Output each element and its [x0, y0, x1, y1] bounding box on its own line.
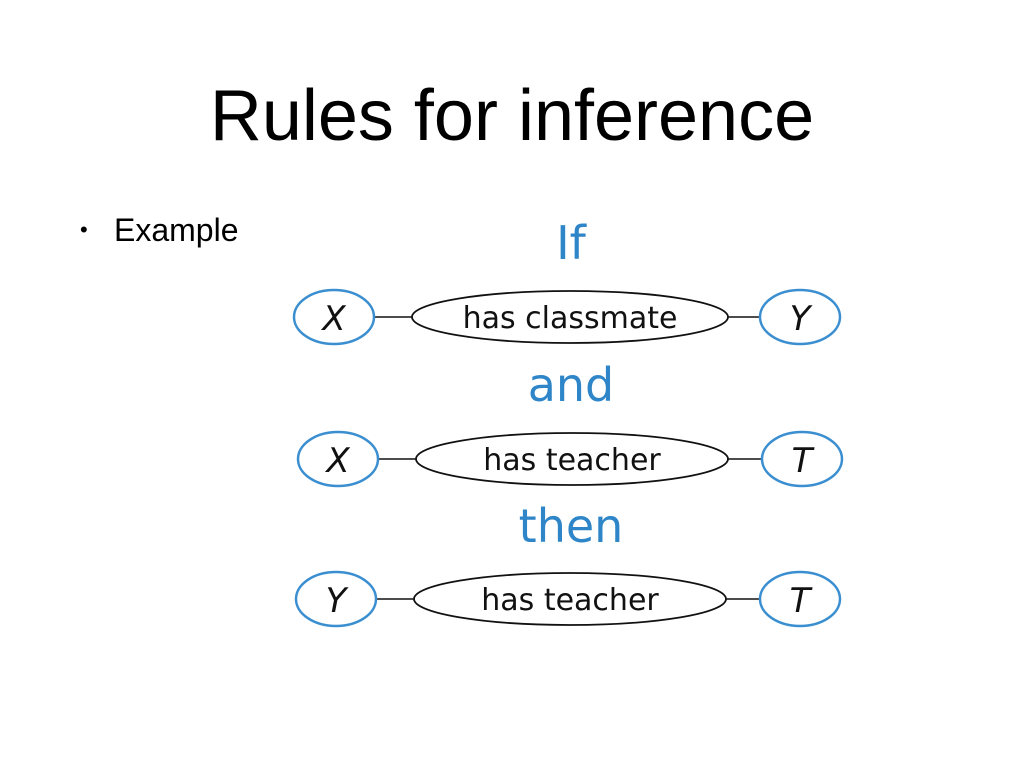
relation-node — [411, 290, 729, 344]
subject-node-label: Y — [326, 581, 349, 621]
object-node — [760, 430, 844, 488]
keyword-if: If — [556, 216, 588, 270]
slide-title: Rules for inference — [209, 76, 815, 156]
object-node-label: Y — [790, 299, 813, 339]
rule-row-3: Y has teacher T — [294, 570, 842, 628]
subject-node-label: X — [320, 299, 346, 339]
relation-node-label: has teacher — [483, 443, 661, 478]
subject-node — [296, 430, 380, 488]
subject-node — [292, 288, 376, 346]
subject-node-label: X — [324, 441, 350, 481]
subject-node — [294, 570, 378, 628]
relation-node — [413, 572, 727, 626]
bullet-label: Example — [114, 212, 239, 248]
object-node-label: T — [790, 581, 813, 621]
object-node — [758, 570, 842, 628]
relation-node-label: has teacher — [481, 583, 659, 618]
bullet-dot-icon: • — [80, 217, 88, 242]
relation-node — [415, 432, 729, 486]
object-node-label: T — [792, 441, 815, 481]
rule-row-2: X has teacher T — [296, 430, 844, 488]
keyword-then: then — [519, 499, 624, 553]
keyword-and: and — [528, 358, 615, 412]
object-node — [758, 288, 842, 346]
bullet-item: • Example — [80, 214, 239, 246]
relation-node-label: has classmate — [463, 301, 678, 336]
rule-row-1: X has classmate Y — [292, 288, 842, 346]
